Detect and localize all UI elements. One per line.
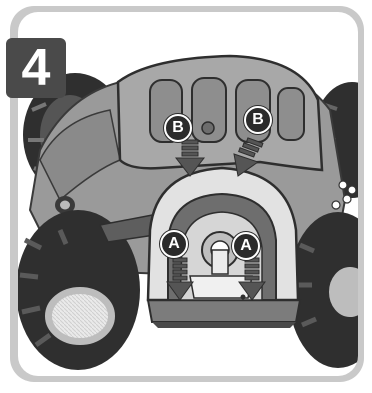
callout-b-right: B [244,106,272,134]
callout-a-right: A [232,232,260,260]
front-bumper [148,300,300,322]
step-number-badge: 4 [6,38,66,98]
callout-a-left: A [160,230,188,258]
callout-b-left: B [164,114,192,142]
cab-housing [118,56,322,170]
